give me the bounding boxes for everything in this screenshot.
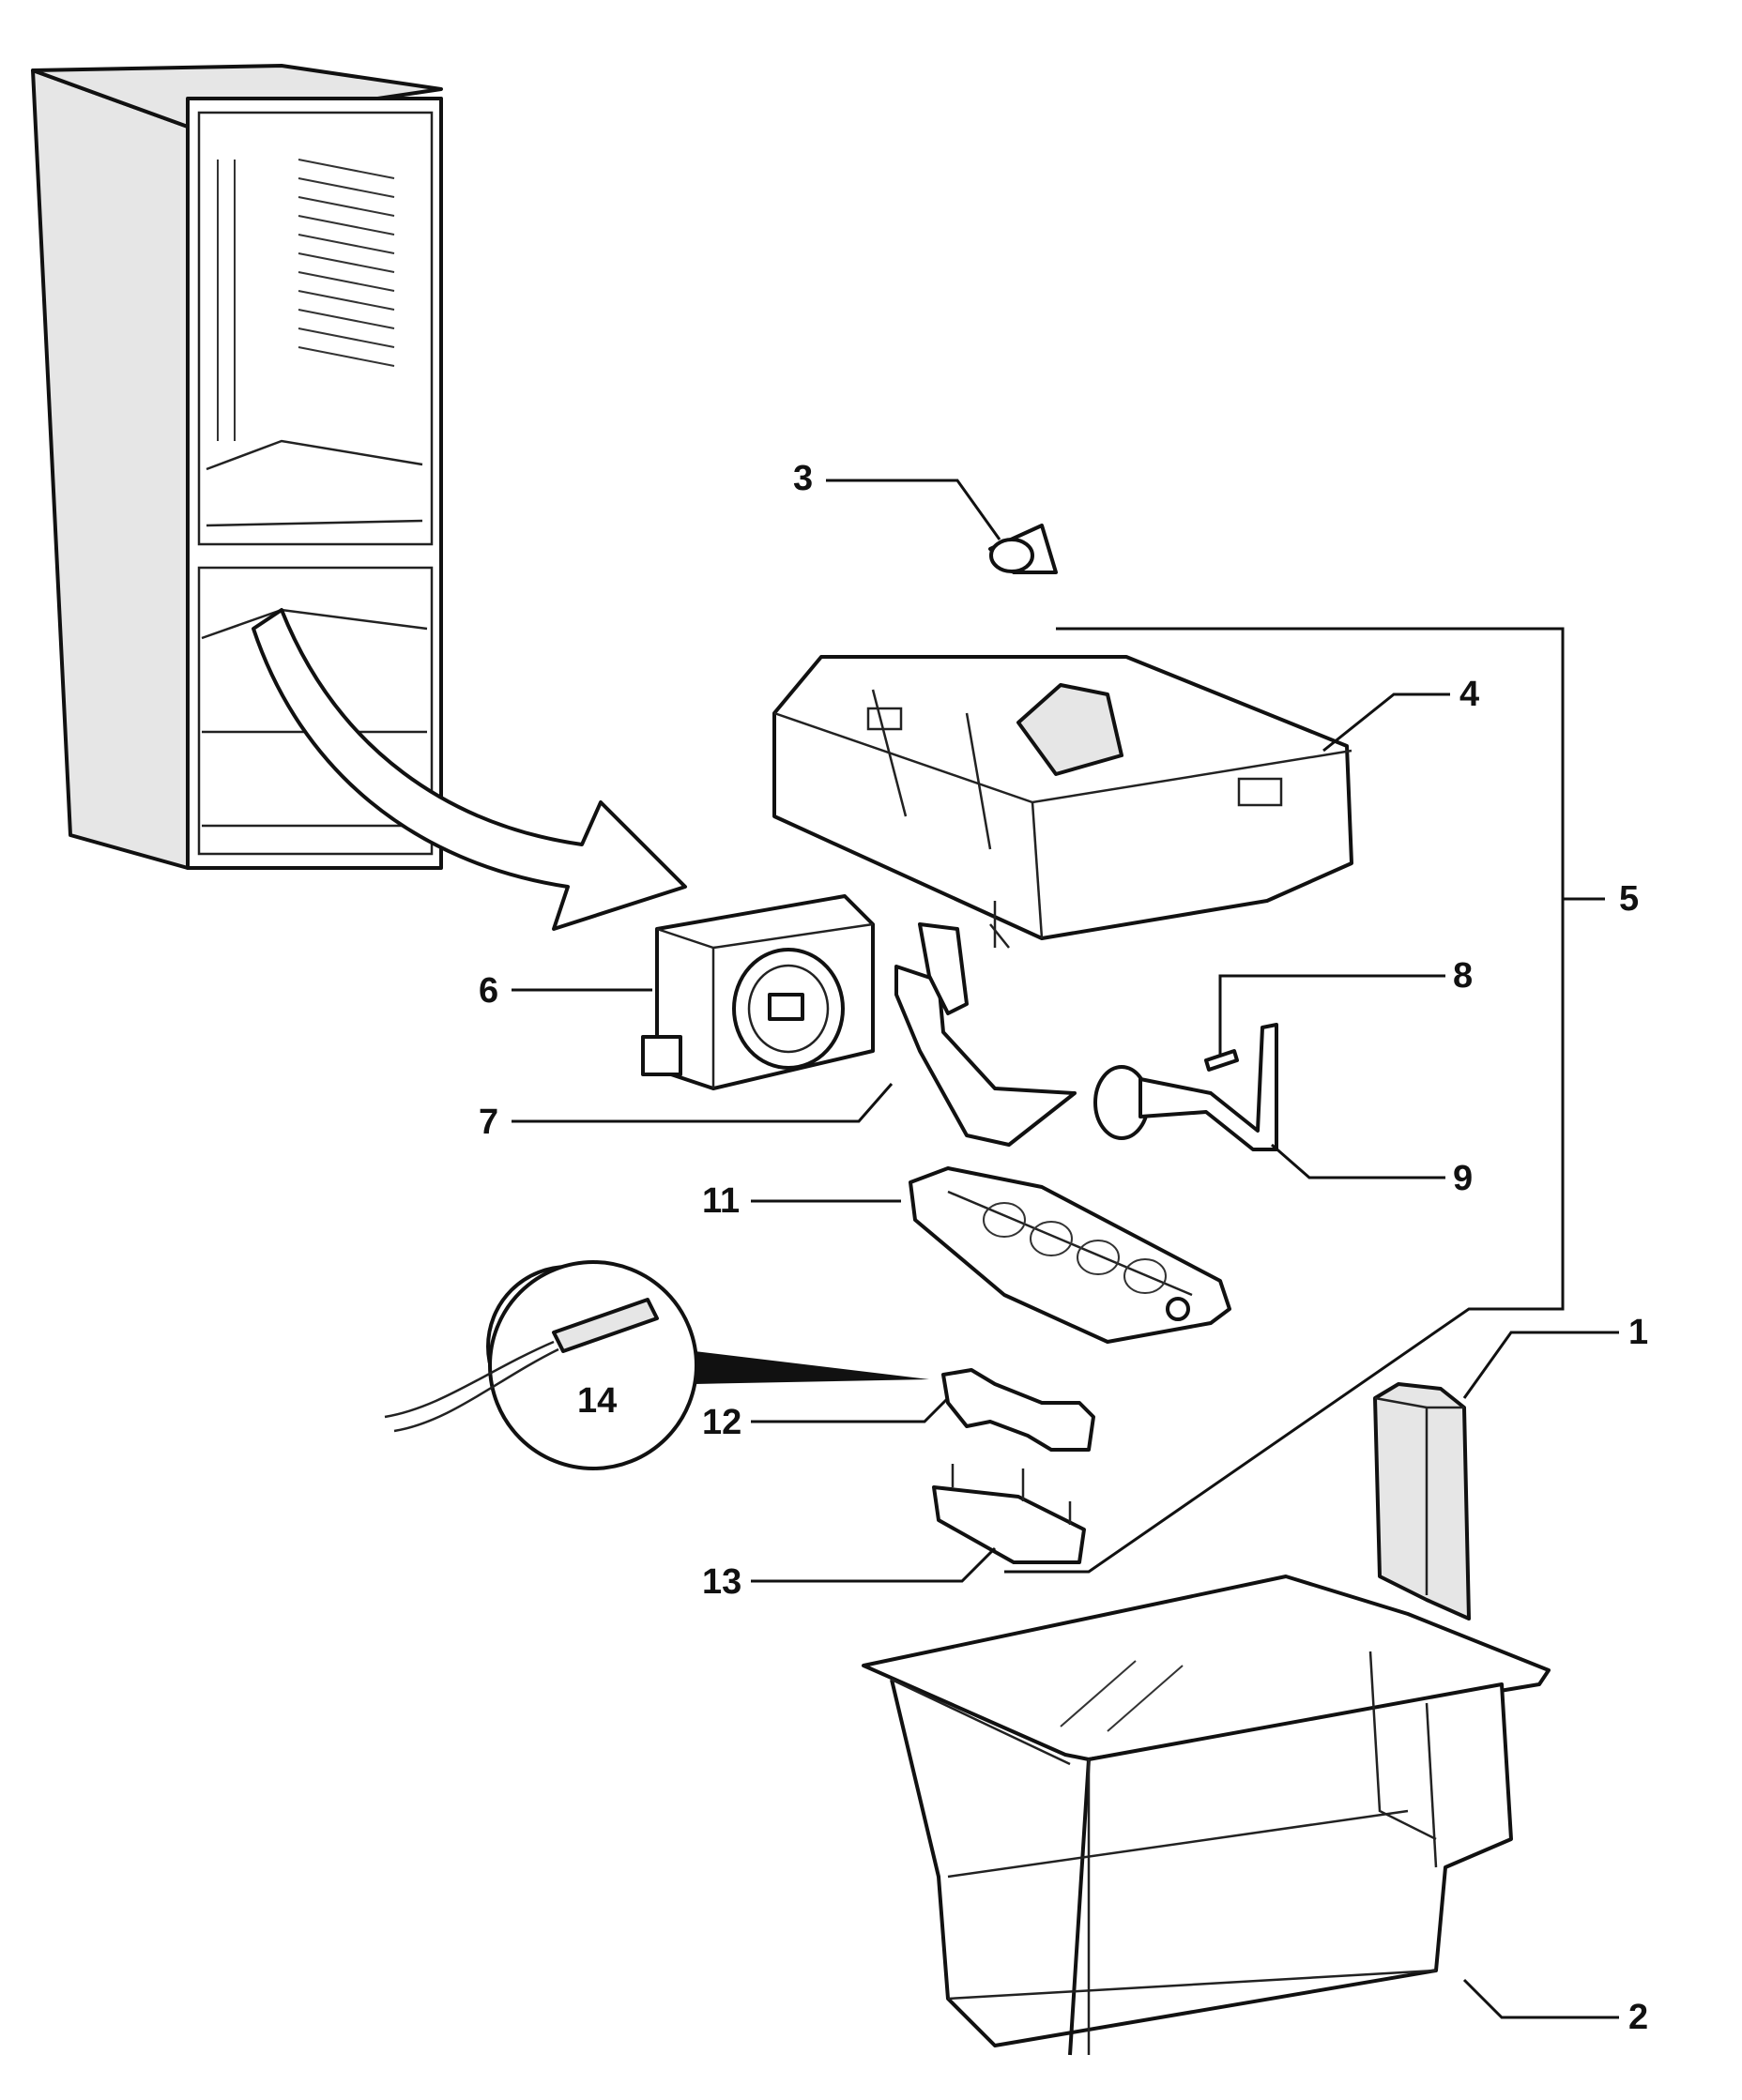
detail-pointer [695,1351,929,1384]
location-arrow [252,608,687,931]
part-14-thermistor-detail [384,1260,929,1470]
callout-2: 2 [1628,1998,1648,2037]
callout-labels: 3 4 5 6 8 7 9 11 1 14 12 13 2 [479,459,1648,2037]
assembly-bracket-line [1004,627,1565,1574]
callout-11: 11 [702,1181,740,1221]
callout-7: 7 [479,1103,498,1142]
callout-1: 1 [1628,1313,1648,1352]
callout-12: 12 [702,1403,741,1442]
part-6-control-module [641,894,875,1090]
callout-4: 4 [1459,675,1479,714]
part-7-ejector-bracket [894,922,1077,1147]
part-11-ice-tray [909,1166,1231,1344]
callout-13: 13 [702,1562,741,1602]
callout-14: 14 [577,1381,617,1421]
refrigerator-illustration [31,64,443,870]
callout-9: 9 [1453,1159,1473,1198]
callout-8: 8 [1453,956,1473,996]
callout-5: 5 [1619,879,1639,919]
part-8-screw [1204,1049,1239,1072]
callout-6: 6 [479,971,498,1011]
part-1-divider [1373,1382,1471,1621]
part-13-mounting-bracket [932,1464,1086,1564]
leader-lines [512,479,1619,2019]
part-12-clip [941,1368,1095,1452]
callout-3: 3 [793,459,813,498]
part-4-ice-maker-cover [772,655,1353,949]
part-9-feeler-arm [1093,1023,1278,1151]
part-2-ice-bin [862,1575,1551,2056]
part-3-knob [988,524,1058,574]
